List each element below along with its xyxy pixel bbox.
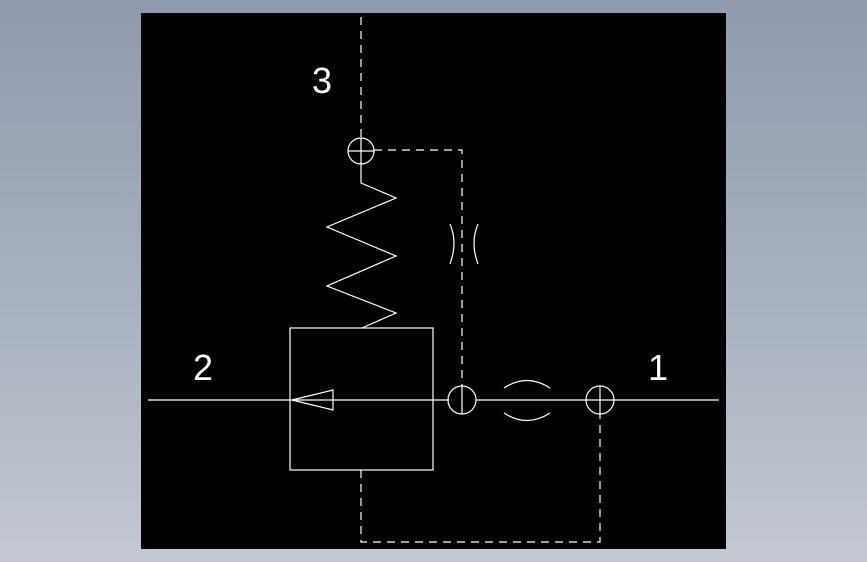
orifice-restrictor-icon-vertical: [449, 223, 479, 265]
port-label-3: 3: [312, 60, 332, 101]
flow-arrow-icon: [291, 389, 334, 411]
junction-connector-icon-middle: [447, 385, 477, 415]
valve-body-box: [289, 327, 434, 471]
spring-icon: [325, 164, 398, 329]
port-label-2: 2: [193, 347, 213, 388]
port-label-1: 1: [648, 347, 668, 388]
junction-connector-icon-upper: [347, 137, 375, 165]
drain-line-bottom: [360, 414, 601, 543]
pilot-line-upper: [374, 149, 463, 387]
orifice-restrictor-icon-horizontal: [503, 379, 551, 422]
